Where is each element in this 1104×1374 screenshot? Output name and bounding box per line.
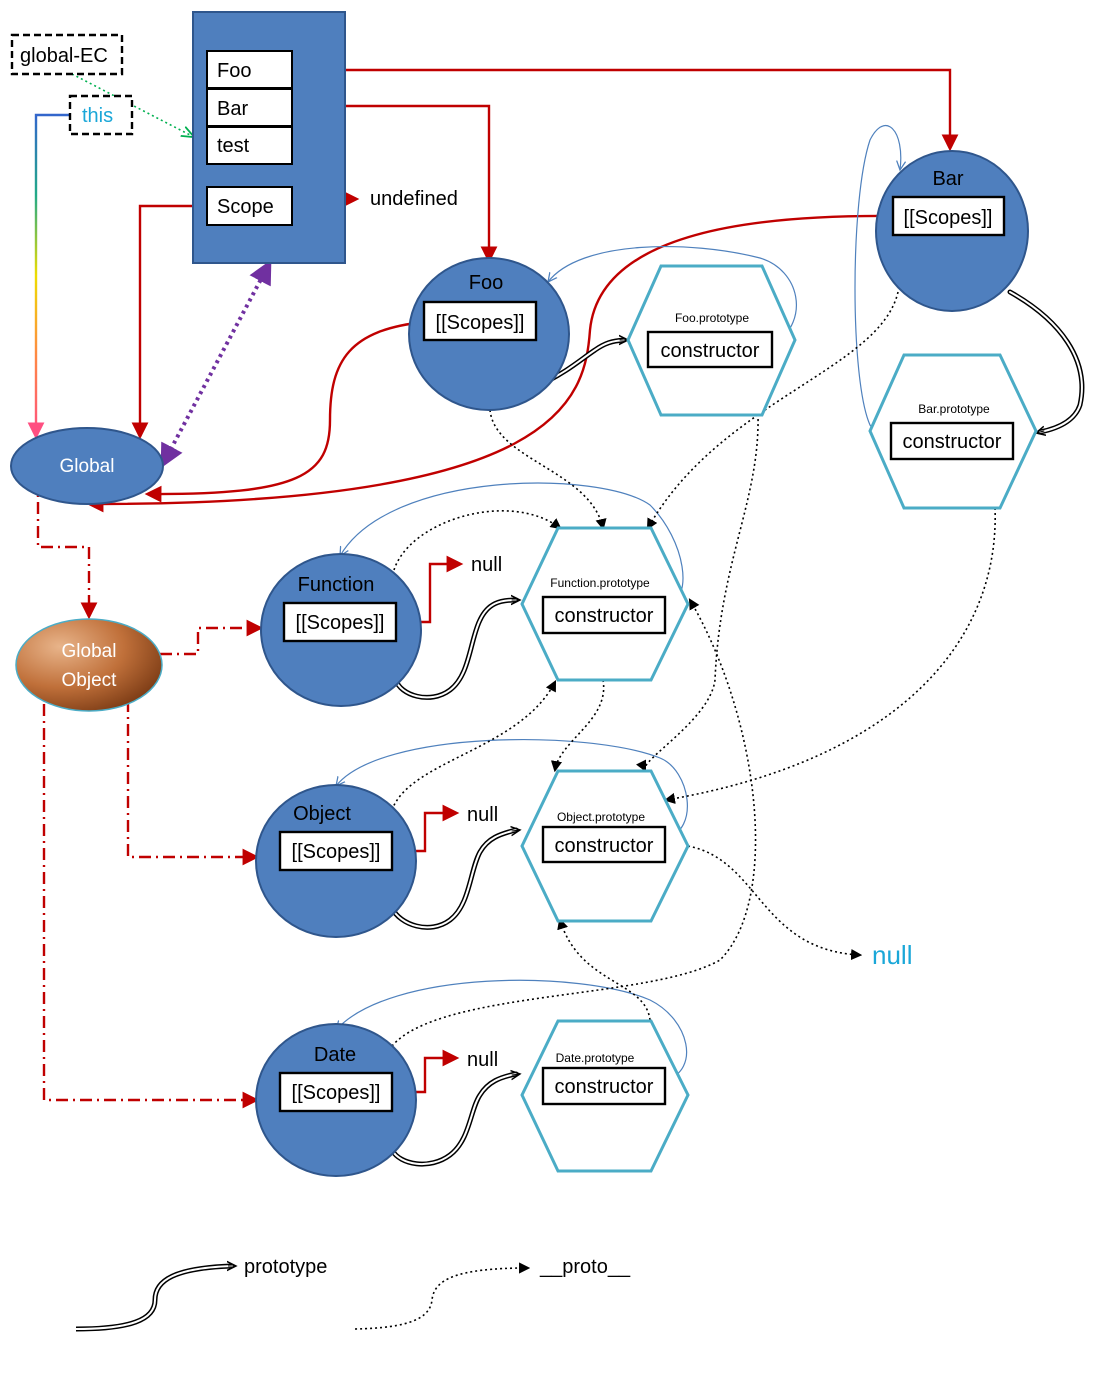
legend-prototype: prototype xyxy=(75,1256,327,1332)
ec-slot-foo-label: Foo xyxy=(217,60,251,82)
date-node: Date [[Scopes]] xyxy=(255,1023,417,1177)
global-ec-label: global-EC xyxy=(20,45,108,67)
function-prototype-constructor: constructor xyxy=(555,605,654,627)
ec-slot-test: test xyxy=(206,126,293,165)
this-box: this xyxy=(68,94,134,136)
global-label: Global xyxy=(60,456,115,477)
execution-context: Foo Bar test Scope xyxy=(192,11,346,264)
object-prototype-null: null xyxy=(872,940,912,970)
ec-slot-bar: Bar xyxy=(206,88,293,127)
function-null: null xyxy=(471,554,502,576)
foo-scopes-link xyxy=(144,320,425,503)
ec-slot-foo: Foo xyxy=(206,50,293,89)
bar-slot-link xyxy=(292,104,498,264)
this-label: this xyxy=(82,105,113,127)
global-object-node: Global Object xyxy=(15,618,163,712)
go-object-link xyxy=(126,700,260,866)
date-prototype-node: Date.prototype constructor xyxy=(520,1019,690,1173)
function-prototype-name: Function.prototype xyxy=(550,576,650,590)
global-ec-label-box: global-EC xyxy=(10,33,124,76)
go-date-link xyxy=(42,704,260,1109)
bar-name: Bar xyxy=(932,168,963,190)
object-prototype-node: Object.prototype constructor xyxy=(520,769,690,923)
object-scopes: [[Scopes]] xyxy=(292,841,381,863)
ec-slot-bar-label: Bar xyxy=(217,98,248,120)
foo-prototype-node: Foo.prototype constructor xyxy=(626,264,797,417)
ec-slot-scope: Scope xyxy=(206,186,293,226)
foo-node: Foo [[Scopes]] xyxy=(408,257,570,411)
foo-prototype-name: Foo.prototype xyxy=(675,311,749,325)
object-prototype-name: Object.prototype xyxy=(557,810,645,824)
function-prototype-node: Function.prototype constructor xyxy=(520,526,690,682)
bar-scopes-link xyxy=(86,214,893,513)
ec-slot-scope-label: Scope xyxy=(217,196,274,218)
this-link xyxy=(34,113,70,436)
undefined-label: undefined xyxy=(370,188,458,210)
function-scopes: [[Scopes]] xyxy=(296,612,385,634)
date-name: Date xyxy=(314,1044,356,1066)
legend: prototype __proto__ xyxy=(75,1256,631,1332)
date-prototype-name: Date.prototype xyxy=(556,1051,635,1065)
ec-slot-test-label: test xyxy=(217,135,250,157)
bar-scopes: [[Scopes]] xyxy=(904,207,993,229)
foo-name: Foo xyxy=(469,272,503,294)
global-object-label-1: Global xyxy=(62,641,117,662)
legend-prototype-label: prototype xyxy=(244,1256,327,1278)
proto-links xyxy=(391,291,996,1047)
bar-prototype-node: Bar.prototype constructor xyxy=(868,353,1038,510)
date-scopes: [[Scopes]] xyxy=(292,1082,381,1104)
scope-slot-link xyxy=(131,204,205,440)
foo-slot-link xyxy=(292,68,959,152)
go-function-link xyxy=(160,619,264,656)
foo-prototype-constructor: constructor xyxy=(661,340,760,362)
prototype-links xyxy=(389,289,1085,1167)
bar-prototype-constructor: constructor xyxy=(903,431,1002,453)
global-ec-scope-link xyxy=(160,259,272,469)
function-node: Function [[Scopes]] xyxy=(260,553,422,707)
foo-scopes: [[Scopes]] xyxy=(436,312,525,334)
global-object-label-2: Object xyxy=(62,670,118,691)
legend-proto: __proto__ xyxy=(354,1256,631,1330)
object-node: Object [[Scopes]] xyxy=(255,784,417,938)
global-object-link xyxy=(36,478,98,620)
legend-proto-label: __proto__ xyxy=(539,1256,631,1278)
object-name: Object xyxy=(293,803,351,825)
object-prototype-constructor: constructor xyxy=(555,835,654,857)
date-null: null xyxy=(467,1049,498,1071)
function-name: Function xyxy=(298,574,375,596)
bar-node: Bar [[Scopes]] xyxy=(875,150,1029,312)
global-node: Global xyxy=(10,427,164,505)
date-prototype-constructor: constructor xyxy=(555,1076,654,1098)
bar-prototype-name: Bar.prototype xyxy=(918,402,990,416)
object-null: null xyxy=(467,804,498,826)
